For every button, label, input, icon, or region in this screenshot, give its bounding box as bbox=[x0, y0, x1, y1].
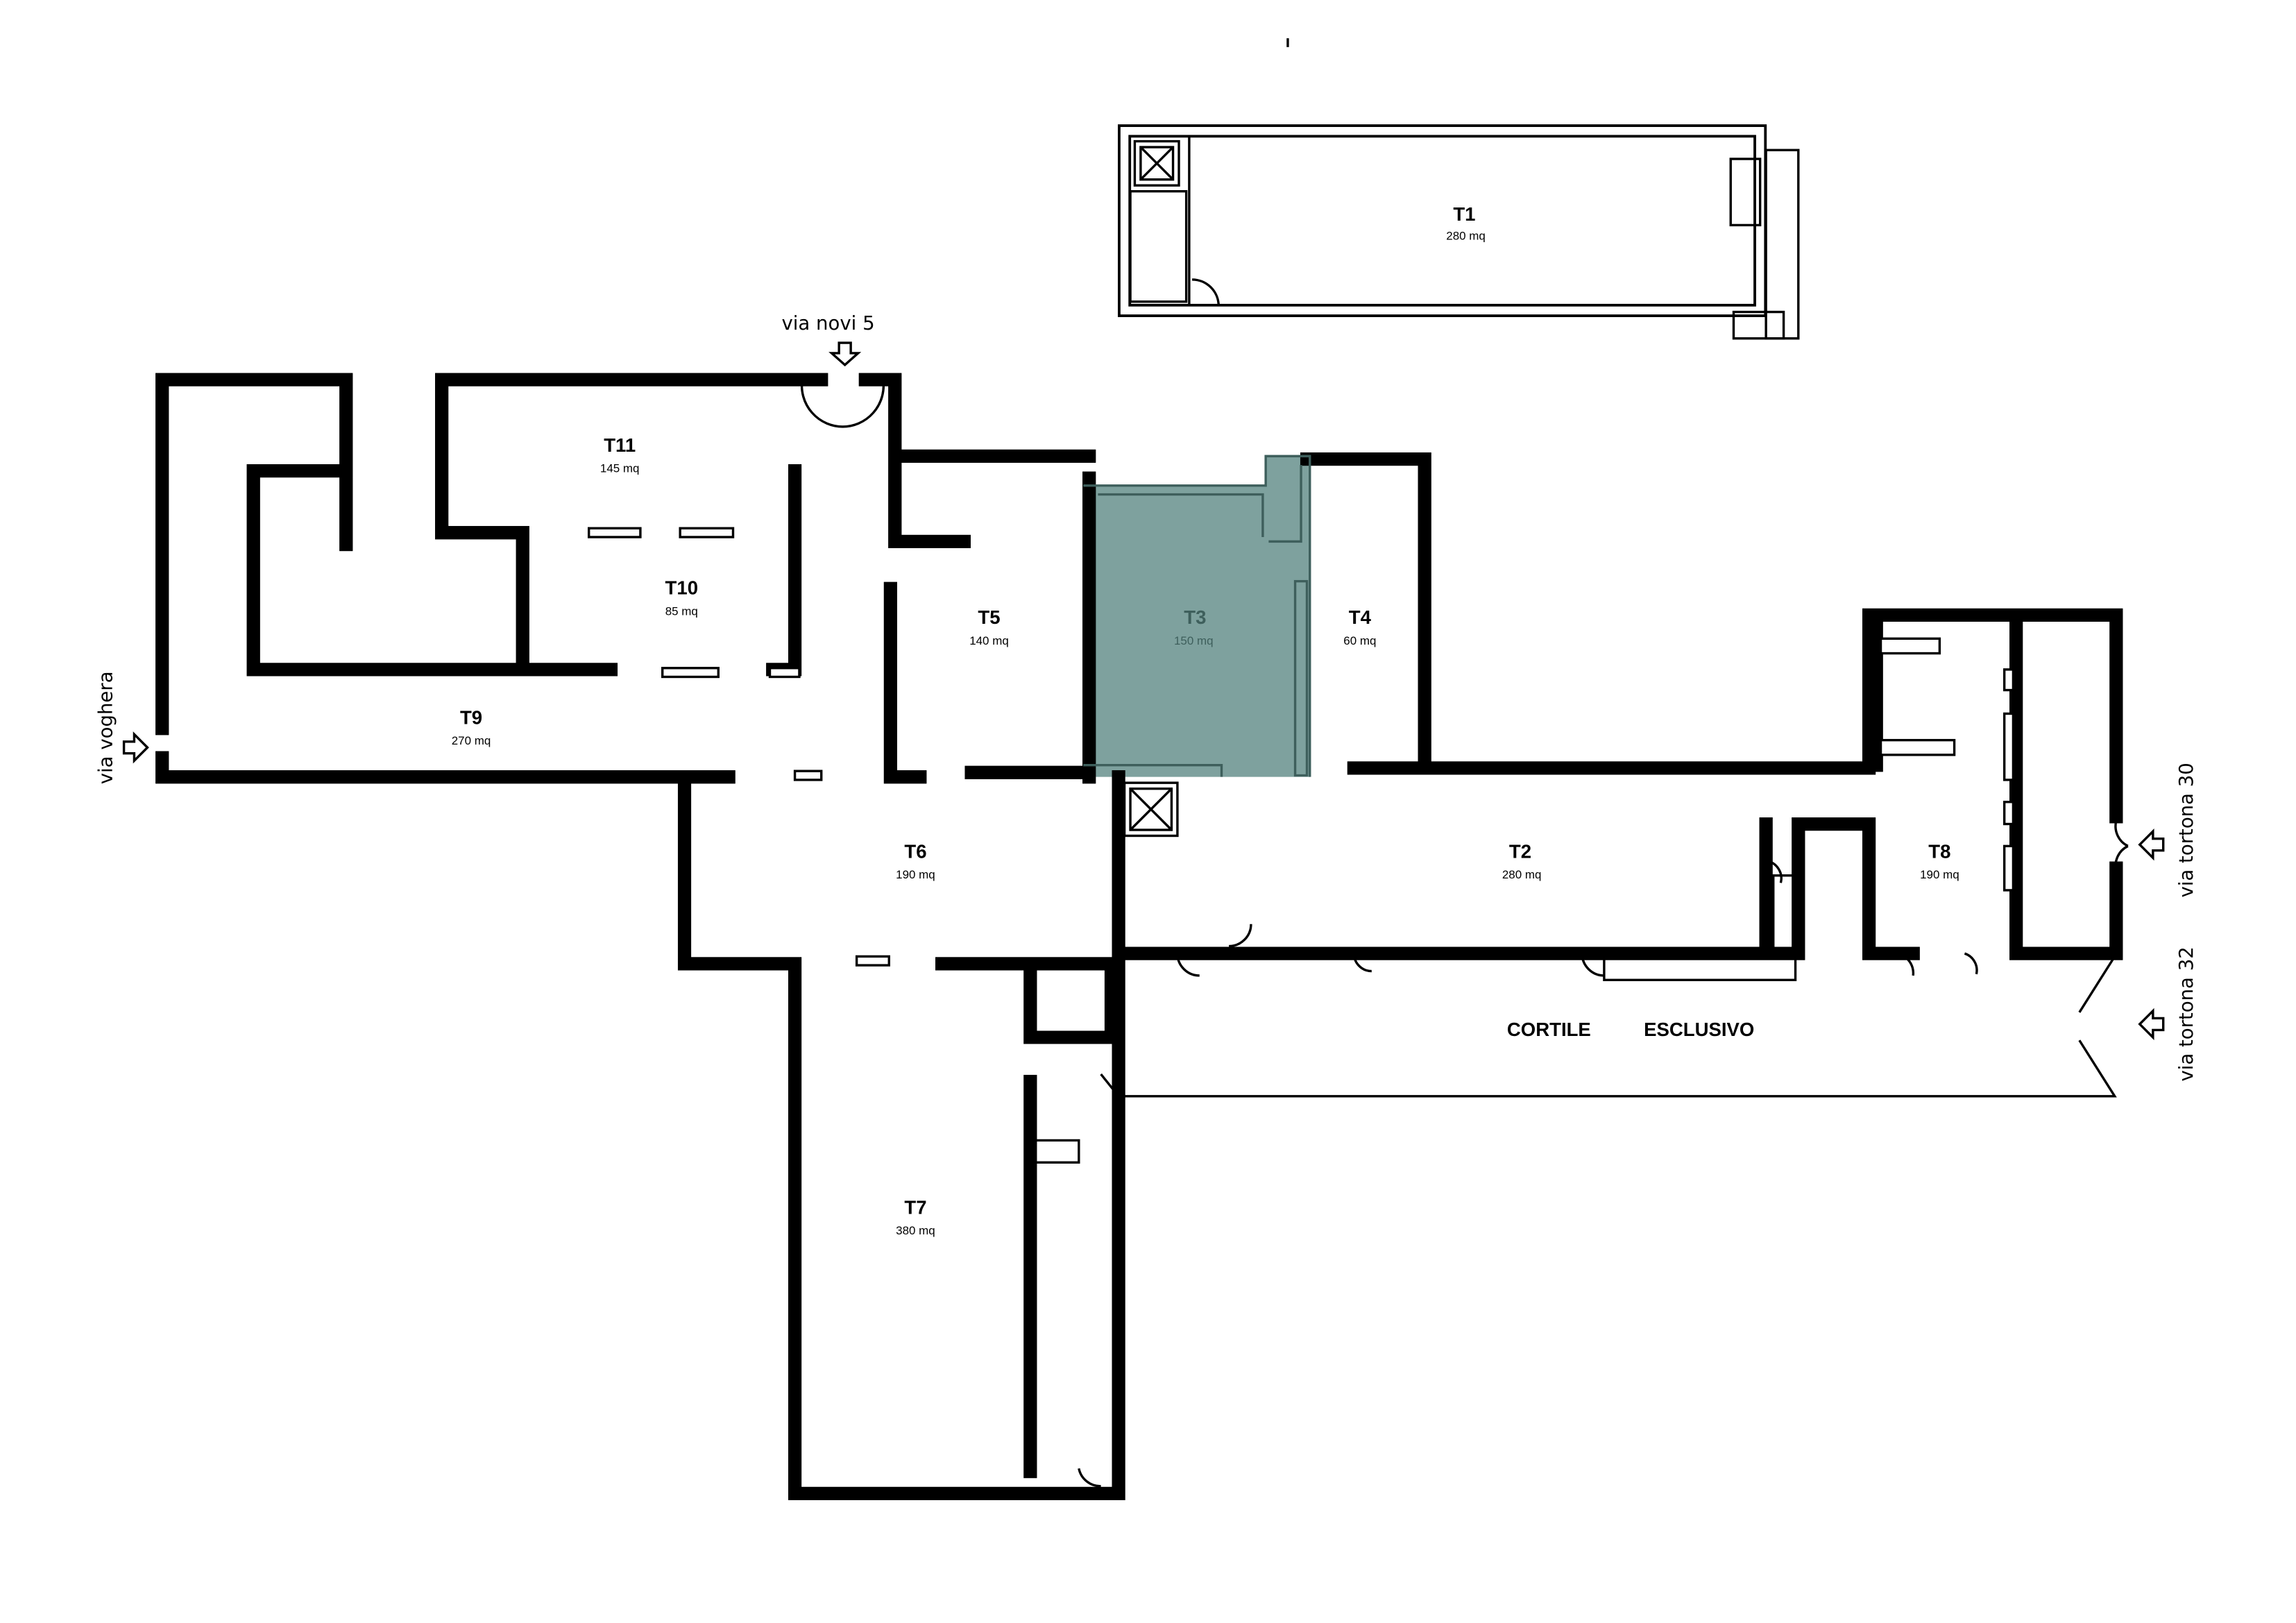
svg-text:85 mq: 85 mq bbox=[665, 604, 698, 618]
unit-t11-label[interactable]: T11 145 mq bbox=[600, 434, 640, 475]
stairs-icon bbox=[1026, 874, 1801, 1164]
svg-text:T5: T5 bbox=[978, 606, 1000, 628]
unit-t7-label[interactable]: T7 380 mq bbox=[896, 1196, 935, 1237]
stairs-icon bbox=[1129, 148, 1800, 340]
arrow-left-icon bbox=[2138, 829, 2165, 861]
svg-text:T6: T6 bbox=[904, 840, 926, 862]
svg-text:T4: T4 bbox=[1349, 606, 1372, 628]
svg-text:CORTILE: CORTILE bbox=[1507, 1019, 1591, 1040]
elevator-icon bbox=[1133, 139, 1180, 187]
unit-t10-label[interactable]: T10 85 mq bbox=[665, 577, 698, 618]
arrow-down-icon bbox=[828, 341, 862, 367]
svg-text:190 mq: 190 mq bbox=[896, 868, 935, 881]
svg-text:280 mq: 280 mq bbox=[1502, 868, 1542, 881]
svg-text:via tortona 32: via tortona 32 bbox=[2175, 946, 2197, 1081]
entrance-via-voghera: via voghera bbox=[95, 671, 149, 784]
svg-text:150 mq: 150 mq bbox=[1174, 634, 1214, 647]
svg-text:ESCLUSIVO: ESCLUSIVO bbox=[1644, 1019, 1754, 1040]
arrow-right-icon bbox=[122, 731, 149, 764]
unit-t8-label[interactable]: T8 190 mq bbox=[1920, 840, 1959, 881]
building-t1 bbox=[1118, 124, 1800, 340]
unit-t2-label[interactable]: T2 280 mq bbox=[1502, 840, 1542, 881]
svg-text:60 mq: 60 mq bbox=[1343, 634, 1376, 647]
entrance-via-novi: via novi 5 bbox=[781, 312, 875, 367]
svg-text:145 mq: 145 mq bbox=[600, 462, 640, 475]
entrance-via-tortona-32: via tortona 32 bbox=[2138, 946, 2197, 1082]
svg-text:T2: T2 bbox=[1509, 840, 1531, 862]
door-icons bbox=[800, 379, 2129, 1488]
svg-text:380 mq: 380 mq bbox=[896, 1224, 935, 1237]
svg-text:T7: T7 bbox=[904, 1196, 926, 1218]
t3-walls bbox=[1083, 454, 1311, 777]
svg-text:280 mq: 280 mq bbox=[1446, 230, 1486, 243]
door-icon bbox=[1192, 278, 1220, 307]
svg-text:via tortona 30: via tortona 30 bbox=[2175, 763, 2197, 897]
svg-text:via novi 5: via novi 5 bbox=[781, 312, 874, 334]
svg-text:190 mq: 190 mq bbox=[1920, 868, 1959, 881]
unit-t4-label[interactable]: T4 60 mq bbox=[1343, 606, 1376, 647]
elevator-icon bbox=[1123, 781, 1179, 838]
courtyard-label: CORTILE ESCLUSIVO bbox=[1507, 1019, 1754, 1040]
svg-text:T3: T3 bbox=[1184, 606, 1206, 628]
svg-text:T8: T8 bbox=[1928, 840, 1950, 862]
partitions bbox=[587, 527, 2015, 967]
unit-t6-label[interactable]: T6 190 mq bbox=[896, 840, 935, 881]
unit-t3-label[interactable]: T3 150 mq bbox=[1174, 606, 1214, 647]
arrow-left-icon bbox=[2138, 1008, 2165, 1041]
unit-t9-label[interactable]: T9 270 mq bbox=[452, 706, 491, 747]
svg-text:T10: T10 bbox=[665, 577, 698, 599]
walls bbox=[155, 380, 2116, 1493]
svg-text:140 mq: 140 mq bbox=[969, 634, 1009, 647]
entrance-via-tortona-30: via tortona 30 bbox=[2138, 763, 2197, 898]
unit-t1-label[interactable]: T1 280 mq bbox=[1446, 203, 1486, 243]
svg-text:270 mq: 270 mq bbox=[452, 734, 491, 747]
svg-text:T9: T9 bbox=[460, 706, 482, 728]
svg-text:via voghera: via voghera bbox=[95, 671, 117, 784]
unit-t5-label[interactable]: T5 140 mq bbox=[969, 606, 1009, 647]
svg-text:T11: T11 bbox=[604, 434, 636, 456]
svg-text:T1: T1 bbox=[1453, 203, 1475, 225]
courtyard-boundary bbox=[1100, 955, 2117, 1098]
unit-t3-highlight[interactable] bbox=[1083, 456, 1310, 777]
